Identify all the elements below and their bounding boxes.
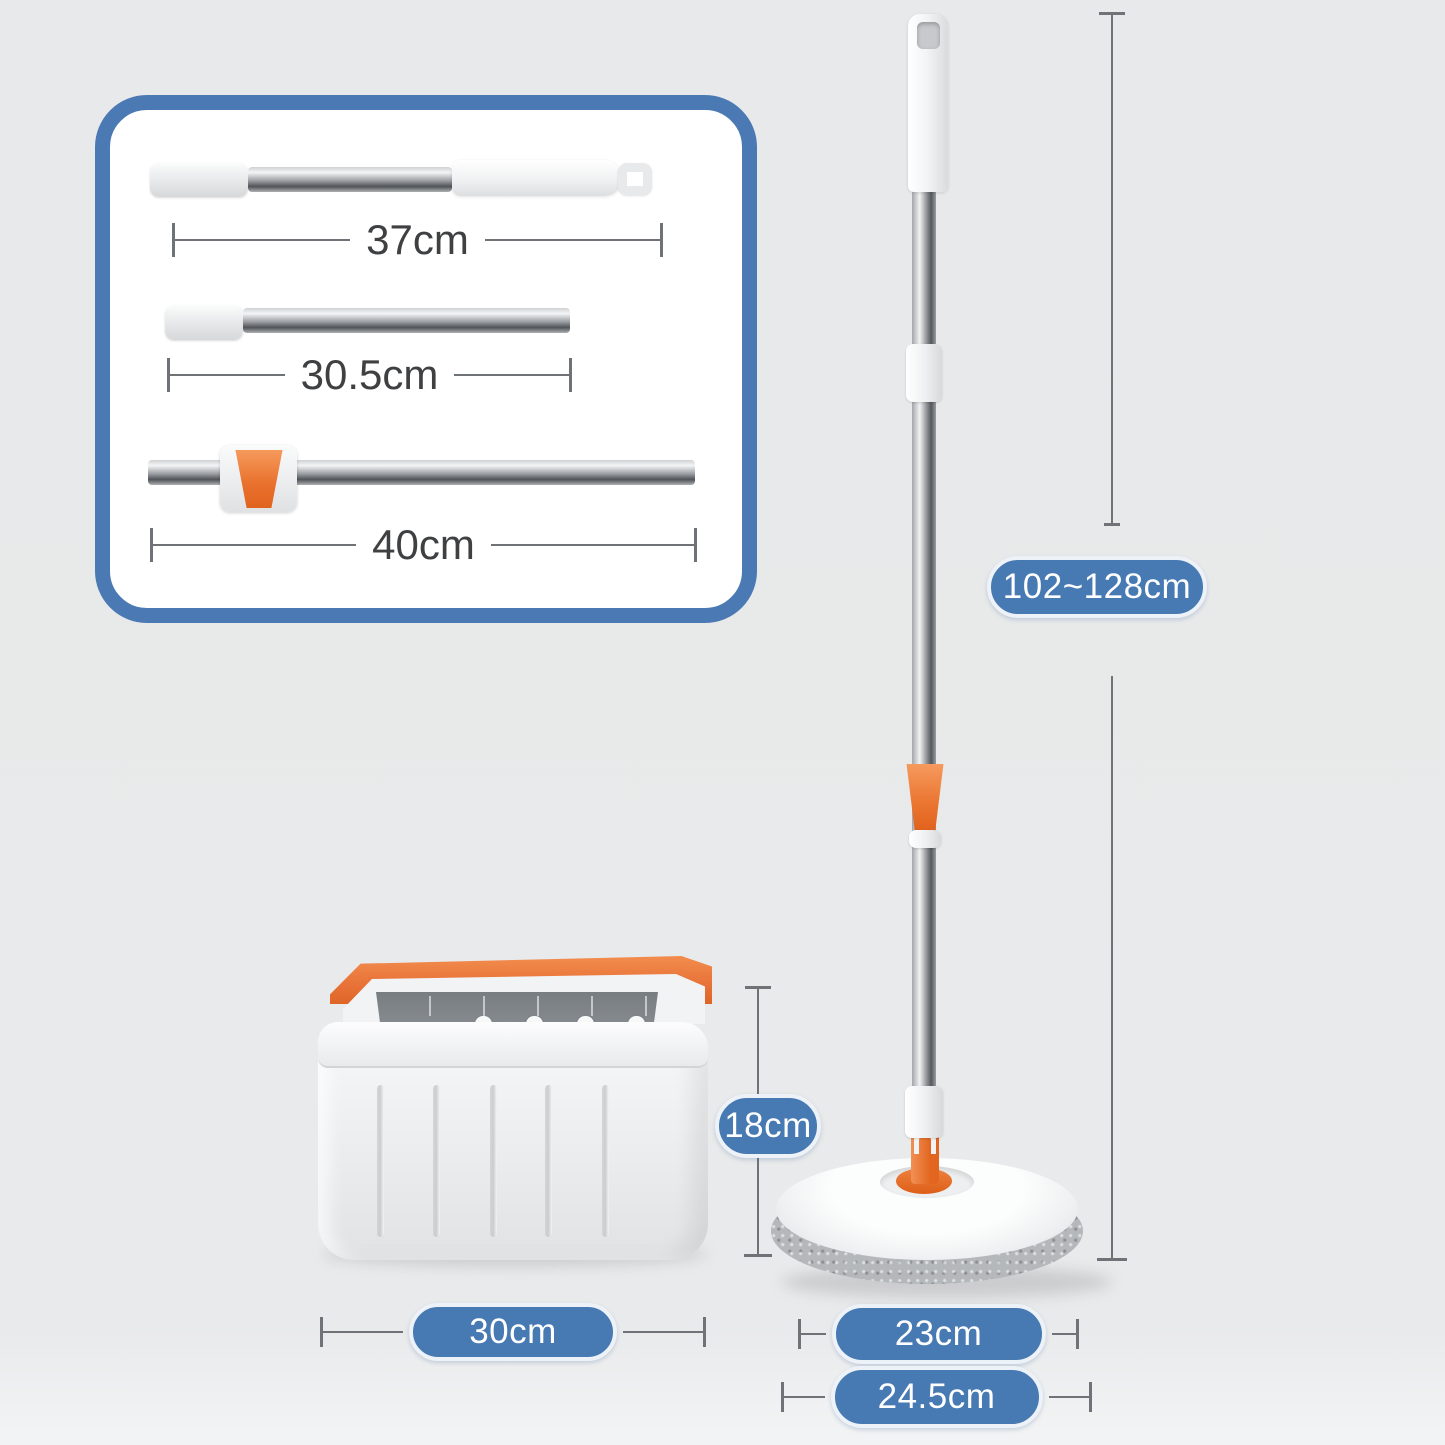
interior-divider: [537, 996, 539, 1016]
pole-lower-sleeve: [905, 1086, 943, 1138]
dim-line: [801, 1333, 826, 1335]
dim-line: [153, 544, 357, 546]
pole2-metal-tube: [243, 308, 570, 333]
mop-handle-hang-hole: [917, 22, 940, 49]
dim-tick: [781, 1382, 784, 1412]
pole1-hanging-loop: [618, 163, 652, 195]
dim-line: [1048, 1396, 1089, 1398]
interior-divider: [591, 996, 593, 1016]
pole1-end-cap: [150, 163, 248, 197]
mop-head-width-dimension: 23cm: [798, 1304, 1079, 1364]
dim-tick: [660, 223, 664, 257]
pole1-metal-tube: [248, 167, 452, 192]
pole-orange-lock-connector: [906, 764, 944, 832]
bucket: [315, 940, 715, 1270]
dim-line: [490, 544, 695, 546]
dim-tick: [798, 1319, 801, 1349]
dim-tick: [1076, 1319, 1079, 1349]
dim-tick: [694, 528, 698, 562]
bucket-width-badge: 30cm: [409, 1303, 617, 1361]
bucket-groove: [602, 1085, 609, 1237]
mop-height-label: 102~128cm: [1002, 567, 1192, 606]
dim-tick: [1089, 1382, 1092, 1412]
dim-line: [454, 374, 570, 376]
head-width-badge: 23cm: [831, 1304, 1046, 1364]
bucket-height-bottom-cap: [744, 1254, 772, 1257]
interior-divider: [483, 996, 485, 1016]
bucket-height-label: 18cm: [724, 1106, 812, 1145]
bucket-groove: [545, 1085, 552, 1237]
segment1-length-label: 37cm: [366, 216, 469, 263]
dim-tick: [703, 1317, 706, 1347]
dimension-segment1: 37cm: [172, 216, 664, 264]
dim-line: [323, 1331, 403, 1333]
pole2-end-cap: [165, 305, 243, 340]
dim-line: [170, 374, 285, 376]
dim-tick: [172, 223, 175, 257]
interior-divider: [645, 996, 647, 1016]
bucket-groove: [433, 1085, 440, 1237]
dim-line: [623, 1331, 703, 1333]
pole-parts-panel: 37cm 30.5cm 40cm: [95, 95, 757, 623]
pad-width-badge: 24.5cm: [830, 1366, 1043, 1428]
bucket-width-label: 30cm: [469, 1312, 557, 1351]
dim-line: [1051, 1333, 1076, 1335]
dim-tick: [320, 1317, 323, 1347]
dim-tick: [150, 528, 153, 562]
bucket-groove: [490, 1085, 497, 1237]
dim-line: [484, 239, 661, 241]
bucket-groove: [377, 1085, 384, 1237]
mop-height-bottom-cap: [1097, 1258, 1127, 1261]
dim-tick: [569, 358, 573, 392]
dimension-segment3: 40cm: [150, 521, 698, 569]
dim-line: [175, 239, 351, 241]
dim-line: [784, 1396, 825, 1398]
pad-width-label: 24.5cm: [877, 1377, 996, 1416]
interior-divider: [429, 996, 431, 1016]
mop-pole: [912, 190, 936, 1092]
bucket-front-lip: [318, 1022, 708, 1068]
pole1-hand-grip: [452, 160, 622, 196]
head-width-label: 23cm: [894, 1314, 983, 1353]
mop-height-badge: 102~128cm: [987, 556, 1207, 618]
mop-height-line-lower: [1111, 676, 1113, 1259]
pole-joint-collar: [906, 344, 942, 402]
bucket-width-dimension: 30cm: [320, 1302, 706, 1362]
bucket-height-top-cap: [745, 986, 771, 989]
dim-tick: [167, 358, 170, 392]
segment2-length-label: 30.5cm: [300, 351, 439, 398]
bucket-height-badge: 18cm: [715, 1094, 821, 1158]
mop-pad-width-dimension: 24.5cm: [781, 1366, 1092, 1428]
dimension-segment2: 30.5cm: [167, 351, 573, 399]
mop-height-mid-tick: [1104, 523, 1120, 526]
segment3-length-label: 40cm: [372, 521, 475, 568]
pole-lock-ring: [909, 830, 941, 848]
mop-height-line-upper: [1111, 13, 1113, 525]
